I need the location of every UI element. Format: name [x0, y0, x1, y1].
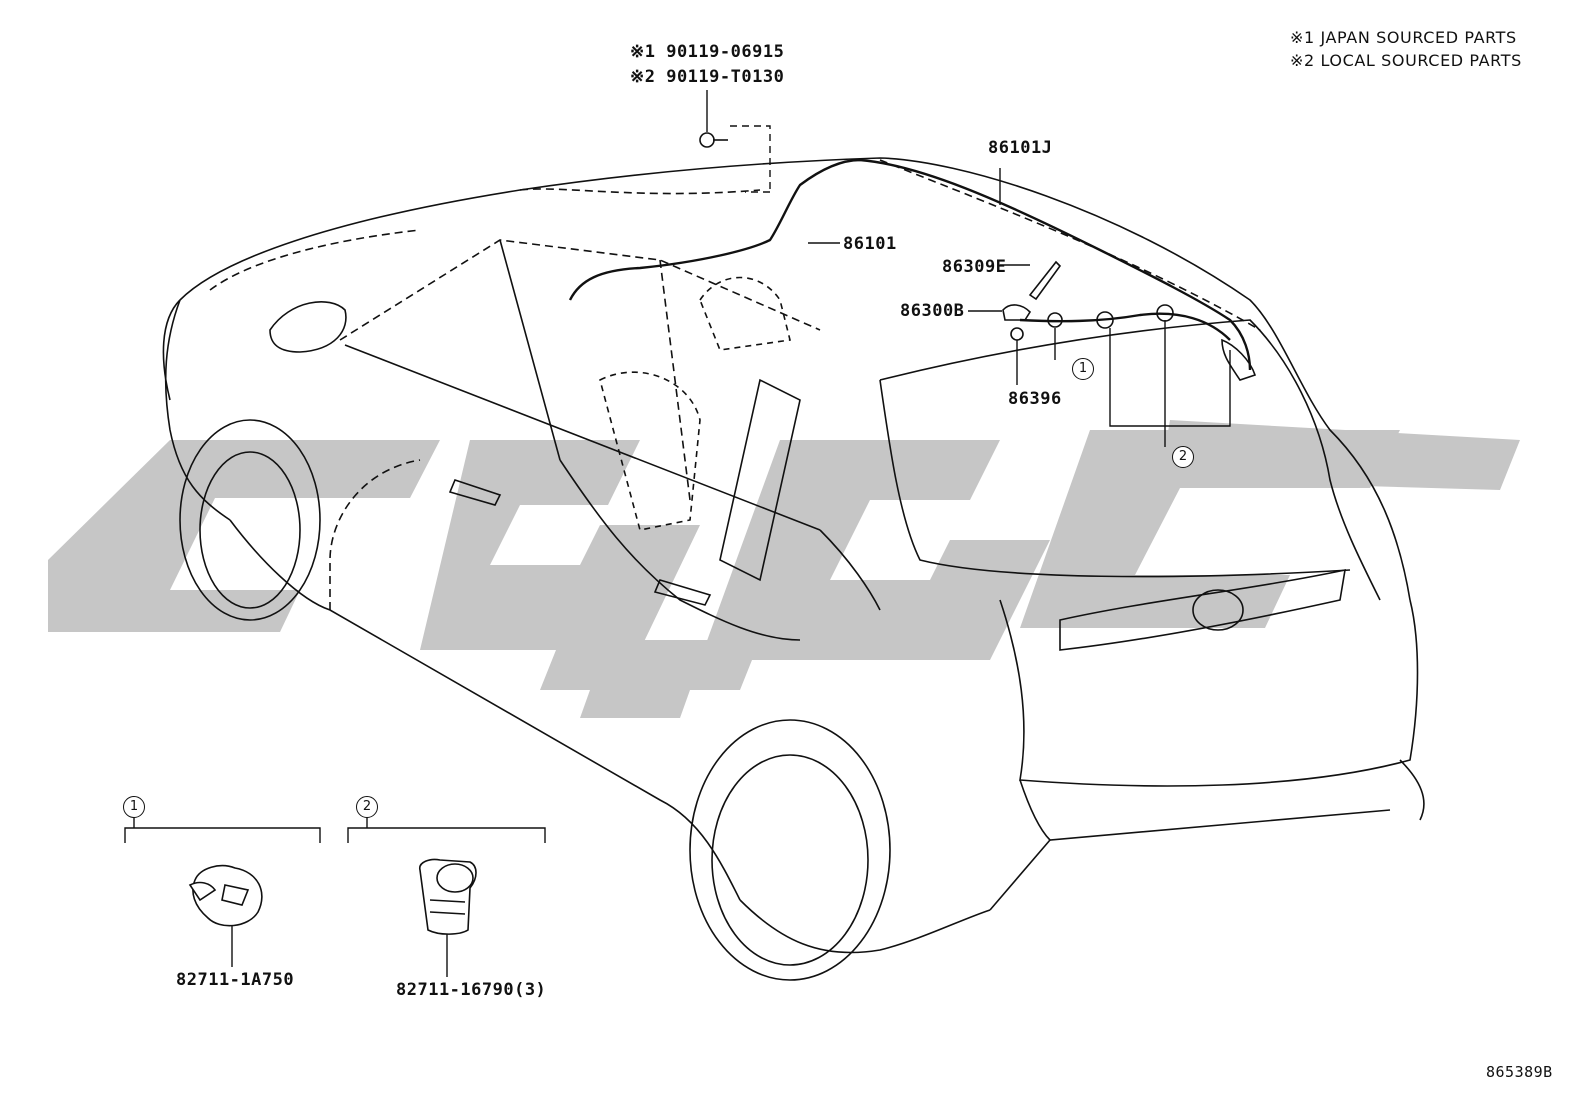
vehicle-outline: [162, 157, 1425, 981]
clip-82711-1A750-icon: [188, 864, 263, 927]
bolt-part-local: ※2 90119-T0130: [630, 67, 785, 87]
group-1-marker: 1: [123, 796, 145, 818]
watermark-logo: [48, 420, 1520, 718]
part-86300B: 86300B: [900, 301, 965, 321]
bolt-icon: [699, 132, 728, 148]
note-local-sourced: ※2 LOCAL SOURCED PARTS: [1290, 51, 1522, 70]
callout-2-marker: 2: [1172, 446, 1194, 468]
part-82711-16790: 82711-16790(3): [396, 980, 547, 1000]
note-japan-sourced: ※1 JAPAN SOURCED PARTS: [1290, 28, 1517, 47]
diagram-reference-number: 865389B: [1486, 1063, 1553, 1081]
bolt-part-japan: ※1 90119-06915: [630, 42, 785, 62]
part-86101J: 86101J: [988, 138, 1053, 158]
group-2-marker: 2: [356, 796, 378, 818]
clip-82711-16790-icon: [419, 858, 477, 935]
leader-lines: [124, 90, 1231, 977]
antenna-base-parts: [1002, 260, 1257, 381]
part-82711-1A750: 82711-1A750: [176, 970, 295, 990]
part-86309E: 86309E: [942, 257, 1007, 277]
antenna-cable: [568, 158, 1252, 371]
part-86101: 86101: [843, 234, 897, 254]
part-86396: 86396: [1008, 389, 1062, 409]
callout-1-marker: 1: [1072, 358, 1094, 380]
